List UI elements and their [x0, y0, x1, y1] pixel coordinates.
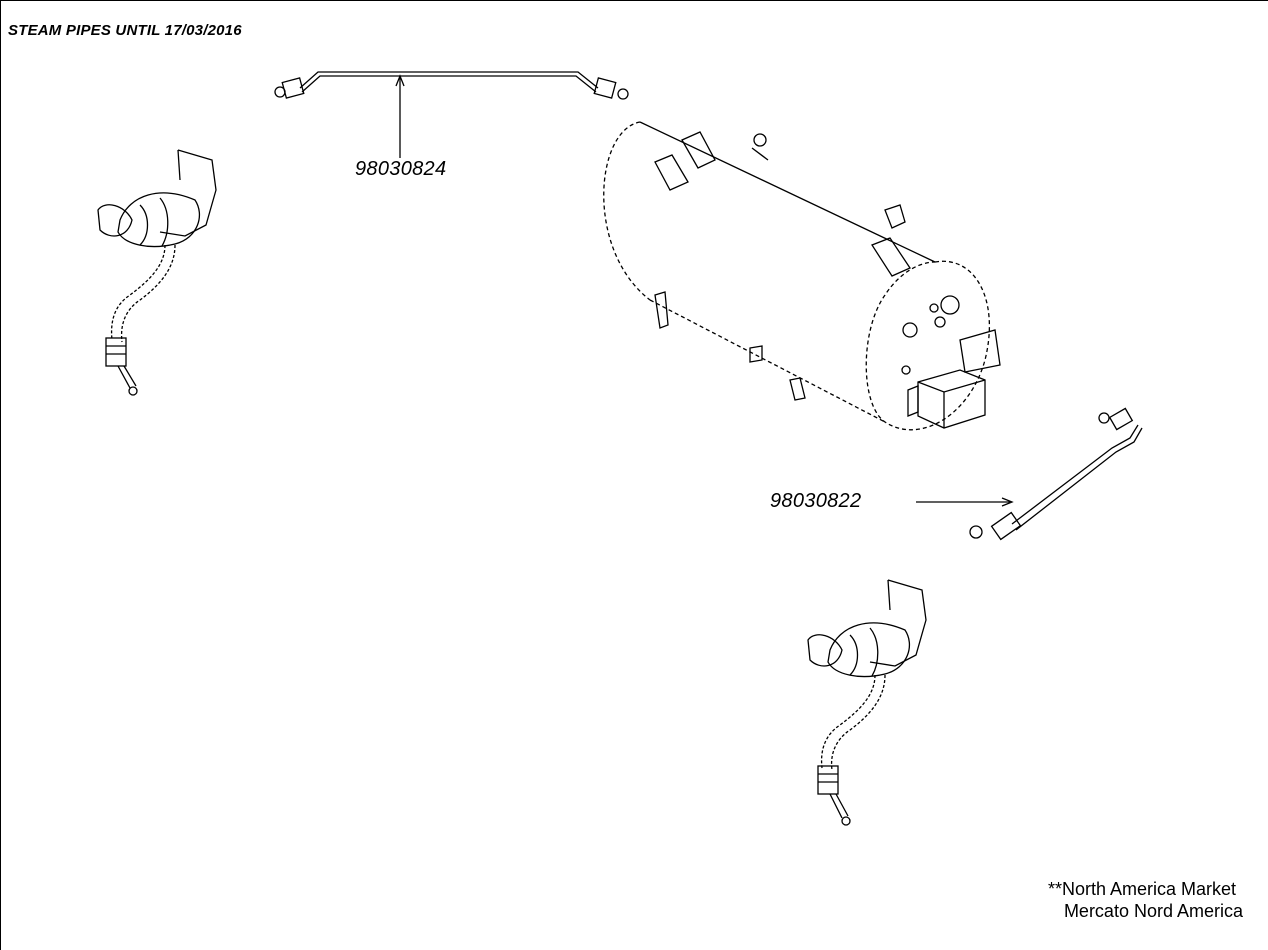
steam-pipe-upper [274, 71, 629, 100]
steam-wand-right [807, 579, 927, 826]
boiler [603, 121, 1001, 431]
part-number-label: 98030824 [355, 158, 447, 180]
steam-wand-left [97, 149, 217, 396]
market-note: **North America Market Mercato Nord Amer… [1048, 878, 1243, 922]
leader-98030822 [916, 497, 1014, 507]
frame-border-top [0, 0, 1268, 1]
leader-98030824 [395, 74, 405, 158]
market-note-line-2: Mercato Nord America [1063, 901, 1243, 921]
frame-border-left [0, 0, 1, 950]
market-note-line-1: **North America Market [1047, 879, 1236, 899]
steam-pipe-lower [969, 407, 1143, 541]
diagram-title: STEAM PIPES UNTIL 17/03/2016 [8, 22, 242, 39]
part-number-label: 98030822 [770, 490, 862, 512]
